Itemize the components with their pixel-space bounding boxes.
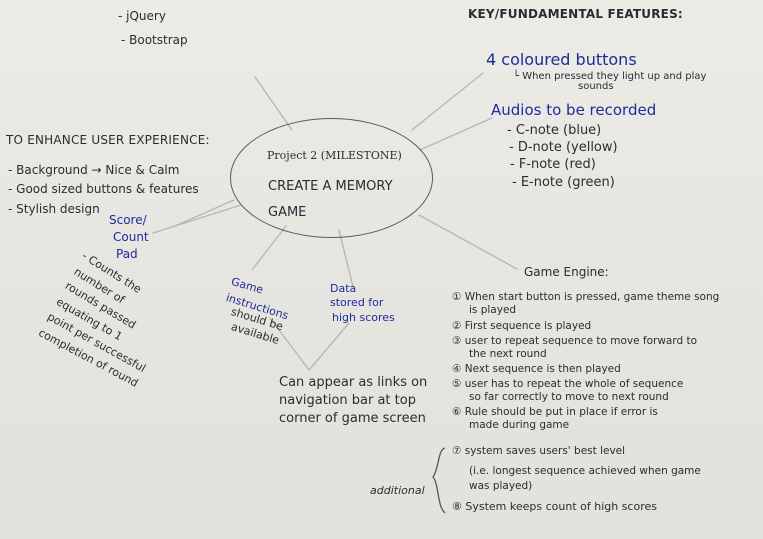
engine-step-5-line-2: so far correctly to move to next round	[469, 391, 669, 403]
storage-line-2: stored for	[330, 296, 384, 309]
ux-title: TO ENHANCE USER EXPERIENCE:	[6, 133, 210, 147]
ux-item-buttons: - Good sized buttons & features	[8, 182, 199, 196]
engine-step-4-line-1: ④ Next sequence is then played	[452, 363, 621, 375]
additional-bracket	[432, 447, 446, 514]
engine-step-1-line-2: is played	[469, 304, 517, 316]
score-title-line-2: Count	[113, 230, 149, 244]
connector-tools	[254, 76, 293, 131]
ux-item-design: - Stylish design	[8, 202, 100, 216]
storage-line-1: Data	[330, 282, 357, 295]
key-features-title: KEY/FUNDAMENTAL FEATURES:	[468, 7, 683, 21]
score-title-line-1: Score/	[109, 213, 147, 227]
central-bubble	[230, 118, 433, 238]
connector-engine	[418, 214, 518, 270]
additional-label: additional	[370, 484, 425, 497]
engine-step-8-line-1: ⑧ System keeps count of high scores	[452, 500, 657, 513]
engine-step-7-line-2: (i.e. longest sequence achieved when gam…	[469, 465, 701, 477]
connector-storage	[338, 229, 354, 288]
engine-step-7-line-3: was played)	[469, 480, 533, 492]
audio-heading: Audios to be recorded	[491, 101, 657, 119]
ux-item-background: - Background → Nice & Calm	[8, 163, 180, 177]
storage-line-3: high scores	[332, 311, 395, 324]
links-line-3: corner of game screen	[279, 411, 426, 426]
engine-title: Game Engine:	[524, 265, 609, 279]
engine-step-7-line-1: ⑦ system saves users' best level	[452, 445, 626, 457]
buttons-note-line-2: sounds	[578, 81, 614, 92]
connector-score	[152, 204, 242, 234]
audio-item-c-note: - C-note (blue)	[507, 123, 602, 138]
audio-item-e-note: - E-note (green)	[512, 175, 615, 190]
connector-links-a	[269, 317, 310, 371]
connector-buttons	[411, 72, 484, 131]
tool-item-bootstrap: - Bootstrap	[121, 33, 188, 47]
center-line-1: Project 2 (MILESTONE)	[267, 149, 402, 162]
buttons-heading: 4 coloured buttons	[486, 50, 637, 69]
links-line-1: Can appear as links on	[279, 375, 428, 390]
engine-step-2-line-1: ② First sequence is played	[452, 320, 592, 332]
connector-ux	[174, 199, 235, 227]
buttons-note-line-1: └ When pressed they light up and play	[513, 71, 707, 82]
connector-audio	[419, 117, 493, 151]
engine-step-3-line-2: the next round	[469, 348, 547, 360]
engine-step-1-line-1: ① When start button is pressed, game the…	[452, 291, 720, 303]
audio-item-d-note: - D-note (yellow)	[509, 140, 618, 155]
engine-step-6-line-2: made during game	[469, 419, 570, 431]
connector-links-b	[308, 322, 350, 371]
engine-step-5-line-1: ⑤ user has to repeat the whole of sequen…	[452, 378, 684, 390]
score-title-line-3: Pad	[116, 247, 138, 261]
center-line-3: GAME	[268, 205, 307, 220]
connector-instructions	[251, 225, 287, 271]
tool-item-jquery: - jQuery	[118, 9, 166, 23]
engine-step-6-line-1: ⑥ Rule should be put in place if error i…	[452, 406, 658, 418]
engine-step-3-line-1: ③ user to repeat sequence to move forwar…	[452, 335, 698, 347]
center-line-2: CREATE A MEMORY	[268, 179, 393, 194]
audio-item-f-note: - F-note (red)	[510, 157, 596, 172]
links-line-2: navigation bar at top	[279, 393, 416, 408]
